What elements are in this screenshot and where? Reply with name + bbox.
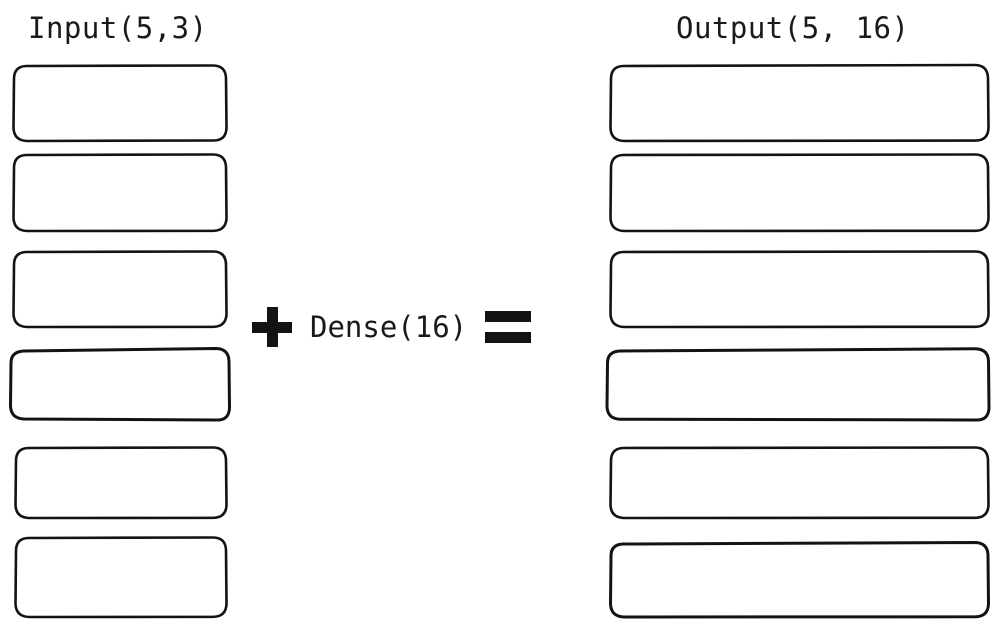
output-box-group	[605, 63, 991, 619]
input-box-6	[14, 536, 228, 619]
equals-icon	[485, 310, 532, 344]
output-box-4	[605, 347, 991, 422]
equals-top-bar	[485, 311, 532, 322]
dense-layer-label: Dense(16)	[310, 309, 468, 344]
input-box-4	[9, 347, 231, 422]
plus-vertical-bar	[267, 307, 278, 347]
output-box-6	[609, 541, 990, 619]
equals-bottom-bar	[485, 332, 532, 343]
output-box-3	[609, 250, 990, 329]
output-box-1	[609, 63, 990, 143]
output-box-5	[609, 446, 990, 520]
input-box-3	[12, 250, 228, 329]
output-box-2	[609, 153, 990, 233]
input-column-label: Input(5,3)	[28, 11, 208, 45]
center-operations: Dense(16)	[252, 296, 592, 358]
input-box-1	[12, 64, 228, 143]
plus-icon	[252, 307, 292, 347]
input-box-5	[14, 446, 228, 520]
input-box-group	[9, 64, 231, 619]
output-column-label: Output(5, 16)	[676, 11, 910, 45]
input-box-2	[12, 153, 228, 233]
